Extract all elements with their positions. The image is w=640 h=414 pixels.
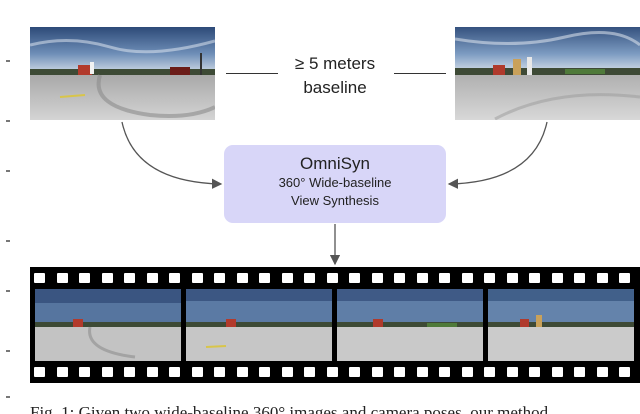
film-sprocket-hole — [461, 367, 473, 377]
film-sprocket-hole — [574, 273, 585, 283]
input-panorama-right — [455, 27, 640, 120]
film-sprocket-hole — [124, 273, 135, 283]
film-sprocket-hole — [79, 367, 90, 377]
film-sprocket-hole — [214, 273, 225, 283]
arrow-right-to-method — [447, 121, 548, 189]
film-sprocket-hole — [304, 273, 315, 283]
film-sprocket-hole — [146, 367, 158, 377]
baseline-distance: ≥ 5 meters — [294, 54, 376, 73]
film-sprocket-hole — [394, 273, 405, 283]
baseline-line-right — [394, 73, 446, 74]
film-sprocket-hole — [169, 273, 180, 283]
film-sprocket-hole — [506, 367, 518, 377]
film-sprocket-hole — [259, 367, 270, 377]
baseline-label: ≥ 5 meters baseline — [270, 52, 400, 100]
film-sprocket-hole — [439, 367, 450, 377]
film-sprocket-hole — [484, 367, 495, 377]
synth-frame-1 — [35, 289, 181, 361]
film-sprocket-hole — [484, 273, 495, 283]
method-desc-line2: View Synthesis — [291, 193, 379, 208]
film-sprocket-hole — [79, 273, 90, 283]
film-sprocket-hole — [56, 273, 68, 283]
method-name: OmniSyn — [300, 154, 370, 173]
figure-caption: Fig. 1: Given two wide-baseline 360° ima… — [30, 403, 549, 414]
film-sprocket-hole — [34, 273, 45, 283]
method-desc-line1: 360° Wide-baseline — [278, 175, 392, 190]
synth-frame-3 — [337, 289, 483, 361]
film-sprocket-hole — [619, 273, 630, 283]
film-sprocket-hole — [34, 367, 45, 377]
film-sprocket-hole — [394, 367, 405, 377]
film-sprocket-hole — [56, 367, 68, 377]
film-sprocket-hole — [619, 367, 630, 377]
film-sprocket-hole — [326, 273, 338, 283]
arrow-left-to-method — [121, 121, 223, 189]
film-sprocket-hole — [349, 273, 360, 283]
film-sprocket-hole — [596, 367, 608, 377]
film-sprocket-hole — [191, 367, 203, 377]
film-sprocket-hole — [461, 273, 473, 283]
film-sprocket-hole — [259, 273, 270, 283]
film-sprocket-hole — [169, 367, 180, 377]
film-sprocket-hole — [371, 367, 383, 377]
synth-frame-2 — [186, 289, 332, 361]
film-sprocket-hole — [101, 273, 113, 283]
film-sprocket-hole — [349, 367, 360, 377]
film-sprocket-hole — [506, 273, 518, 283]
film-sprocket-hole — [326, 367, 338, 377]
synth-frame-4 — [488, 289, 634, 361]
cropped-margin-text — [0, 60, 12, 400]
film-sprocket-hole — [574, 367, 585, 377]
film-sprocket-holes-top — [30, 273, 640, 283]
film-sprocket-hole — [439, 273, 450, 283]
film-strip — [30, 267, 640, 383]
film-sprocket-hole — [551, 367, 563, 377]
film-sprocket-hole — [281, 273, 293, 283]
input-panorama-left — [30, 27, 215, 120]
film-sprocket-hole — [371, 273, 383, 283]
baseline-line-left — [226, 73, 278, 74]
film-sprocket-hole — [236, 273, 248, 283]
film-sprocket-hole — [416, 367, 428, 377]
film-sprocket-hole — [191, 273, 203, 283]
film-sprocket-hole — [214, 367, 225, 377]
film-sprocket-hole — [529, 273, 540, 283]
film-sprocket-hole — [551, 273, 563, 283]
film-sprocket-hole — [124, 367, 135, 377]
film-sprocket-hole — [236, 367, 248, 377]
film-sprocket-hole — [596, 273, 608, 283]
method-box: OmniSyn 360° Wide-baseline View Synthesi… — [224, 145, 446, 223]
film-sprocket-hole — [101, 367, 113, 377]
film-sprocket-holes-bottom — [30, 367, 640, 377]
film-sprocket-hole — [281, 367, 293, 377]
film-sprocket-hole — [146, 273, 158, 283]
film-sprocket-hole — [416, 273, 428, 283]
baseline-word: baseline — [303, 78, 367, 97]
film-sprocket-hole — [304, 367, 315, 377]
film-sprocket-hole — [529, 367, 540, 377]
